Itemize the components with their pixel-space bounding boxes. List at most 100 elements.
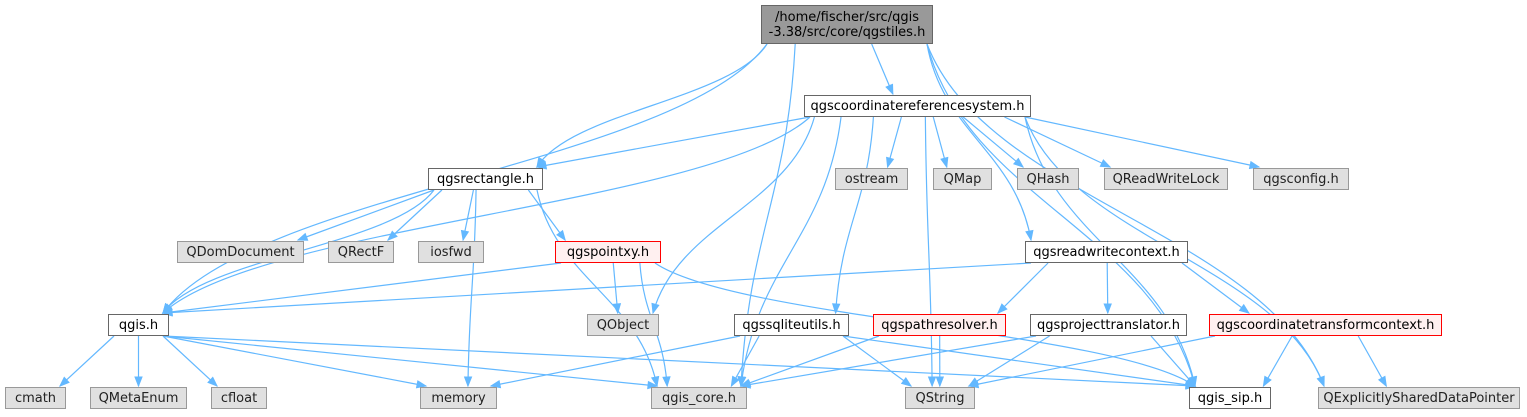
node-qgspointxy-h[interactable]: qgspointxy.h xyxy=(555,241,661,263)
node-iosfwd: iosfwd xyxy=(418,241,484,263)
arrowhead-crs-qesdp xyxy=(1316,375,1325,388)
dependency-edge-qgis-qgissip xyxy=(162,335,1196,387)
node-qgscoordinatereferencesystem-h[interactable]: qgscoordinatereferencesystem.h xyxy=(804,95,1031,117)
arrowhead-sqlite-qgiscore xyxy=(730,375,740,388)
node-qmetaenum: QMetaEnum xyxy=(90,387,187,409)
dependency-edge-rect-memory xyxy=(467,189,477,387)
node-qrectf: QRectF xyxy=(328,241,394,263)
dependency-edge-rect-qrectf xyxy=(387,189,443,241)
arrowhead-sqlite-memory xyxy=(489,379,502,389)
arrowhead-rwctx-cttctx xyxy=(1238,303,1250,314)
arrowhead-rect-iosfwd xyxy=(460,229,470,242)
dependency-edge-qgis-memory xyxy=(162,335,427,387)
arrowhead-pointxy-qobject xyxy=(612,303,622,315)
dependency-edge-sqlite-qgiscore xyxy=(730,335,760,387)
dependency-edge-qgis-cmath xyxy=(59,335,115,387)
arrowhead-sqlite-qstring xyxy=(900,376,913,387)
arrowhead-qgis-cfloat xyxy=(207,376,219,387)
arrowhead-rect-qgiscore xyxy=(650,375,660,388)
node-qgis-core-h: qgis_core.h xyxy=(651,387,747,409)
node-qmap: QMap xyxy=(933,168,992,190)
arrowhead-crs-qgsconfig xyxy=(1248,160,1261,170)
dependency-edge-crs-qgsconfig xyxy=(1024,116,1260,168)
dependency-edge-crs-qgis xyxy=(162,116,811,314)
node-qreadwritelock: QReadWriteLock xyxy=(1104,168,1228,190)
node-qexplicitlyshareddatapointer: QExplicitlySharedDataPointer xyxy=(1318,387,1520,409)
arrowhead-rect-qrectf xyxy=(386,230,398,241)
dependency-edge-pointxy-qgis xyxy=(162,262,562,314)
dependency-edge-cttctx-qesdp xyxy=(1357,335,1387,387)
node-qgspathresolver-h[interactable]: qgspathresolver.h xyxy=(873,314,1006,336)
dependency-edge-cttctx-qgissip xyxy=(1262,335,1293,387)
arrowhead-root-rwctx xyxy=(1025,229,1034,242)
arrowhead-crs-qobject xyxy=(651,302,660,315)
arrowhead-root-crs xyxy=(885,83,894,96)
arrowhead-crs-qmap xyxy=(940,156,949,169)
node-qdomdocument: QDomDocument xyxy=(177,241,304,263)
node-qgis-sip-h[interactable]: qgis_sip.h xyxy=(1189,387,1271,409)
arrowhead-pointxy-qgiscore xyxy=(662,376,671,388)
dependency-edge-cttctx-qstring xyxy=(968,335,1216,387)
dependency-edge-rect-pointxy xyxy=(527,189,566,241)
node-qobject: QObject xyxy=(587,314,659,336)
arrowhead-rect-memory xyxy=(463,376,473,388)
arrowhead-cttctx-qesdp xyxy=(1377,375,1387,388)
dependency-edge-rect-qdomdoc xyxy=(297,189,435,241)
arrowhead-crs-qrwlock xyxy=(1099,159,1112,168)
arrowhead-qgis-memory xyxy=(415,380,428,389)
dependency-edge-rwctx-qgis xyxy=(162,262,1032,314)
arrowhead-crs-qstring xyxy=(927,376,937,388)
dependency-edge-sqlite-qstring xyxy=(842,335,912,387)
node-memory: memory xyxy=(420,387,497,409)
node-qgssqliteutils-h[interactable]: qgssqliteutils.h xyxy=(734,314,849,336)
arrowhead-cttctx-qgissip xyxy=(1262,375,1272,388)
dependency-edge-sqlite-memory xyxy=(490,335,741,387)
arrowhead-rwctx-projtr xyxy=(1103,303,1112,315)
dependency-edge-sqlite-qgissip xyxy=(842,335,1196,387)
dependency-edge-crs-qgiscore xyxy=(740,116,842,387)
node-qstring: QString xyxy=(905,387,975,409)
arrowhead-projtr-qgiscore xyxy=(739,380,752,389)
arrowhead-crs-ostream xyxy=(886,156,895,169)
dependency-edge-projtr-qstring xyxy=(968,335,1050,387)
dependency-edge-pathres-qgiscore xyxy=(740,335,880,387)
dependency-edge-root-rwctx xyxy=(926,43,1032,241)
arrowhead-rect-qdomdoc xyxy=(296,232,309,241)
node-qgstiles-h-root[interactable]: /home/fischer/src/qgis -3.38/src/core/qg… xyxy=(761,5,933,44)
arrowhead-pathres-qstring xyxy=(935,376,945,388)
arrowhead-rwctx-pathres xyxy=(996,303,1008,314)
node-cmath: cmath xyxy=(5,387,66,409)
dependency-edge-rwctx-pathres xyxy=(997,262,1049,314)
dependency-edge-root-rect xyxy=(536,43,768,168)
arrowhead-qgis-cmath xyxy=(58,376,70,387)
node-qgsrectangle-h[interactable]: qgsrectangle.h xyxy=(428,168,543,190)
node-cfloat: cfloat xyxy=(211,387,267,409)
node-qgscoordinatetransformcontext-h[interactable]: qgscoordinatetransformcontext.h xyxy=(1209,314,1442,336)
node-qgsconfig-h: qgsconfig.h xyxy=(1253,168,1349,190)
dependency-edge-crs-qrwlock xyxy=(1004,116,1111,168)
dependency-edge-projtr-qgissip xyxy=(1150,335,1196,387)
arrowhead-crs-rect xyxy=(535,161,548,170)
node-qgsreadwritecontext-h[interactable]: qgsreadwritecontext.h xyxy=(1025,241,1188,263)
arrowhead-crs-qhash xyxy=(1012,157,1025,168)
dependency-edge-crs-qobject xyxy=(652,116,816,314)
node-qgis-h[interactable]: qgis.h xyxy=(108,314,169,336)
dependency-edge-crs-qhash xyxy=(962,116,1024,168)
arrowhead-projtr-qgissip xyxy=(1185,376,1196,388)
dependency-edge-rwctx-cttctx xyxy=(1181,262,1250,314)
dependency-edge-projtr-qgiscore xyxy=(740,335,1037,387)
dependency-edge-crs-rect xyxy=(536,116,811,168)
node-qgsprojecttranslator-h[interactable]: qgsprojecttranslator.h xyxy=(1030,314,1187,336)
dependency-edge-crs-qstring xyxy=(924,116,933,387)
arrowhead-crs-sqlite xyxy=(831,303,841,315)
node-ostream: ostream xyxy=(835,168,908,190)
node-qhash: QHash xyxy=(1017,168,1079,190)
dependency-edge-crs-sqlite xyxy=(835,116,874,314)
arrowhead-crs-qgiscore xyxy=(737,376,747,388)
arrowhead-rect-pointxy xyxy=(556,229,566,242)
arrowhead-qgis-qmetaenum xyxy=(134,376,143,388)
arrowhead-cttctx-qstring xyxy=(967,379,980,389)
dependency-edge-qgis-cfloat xyxy=(162,335,218,387)
